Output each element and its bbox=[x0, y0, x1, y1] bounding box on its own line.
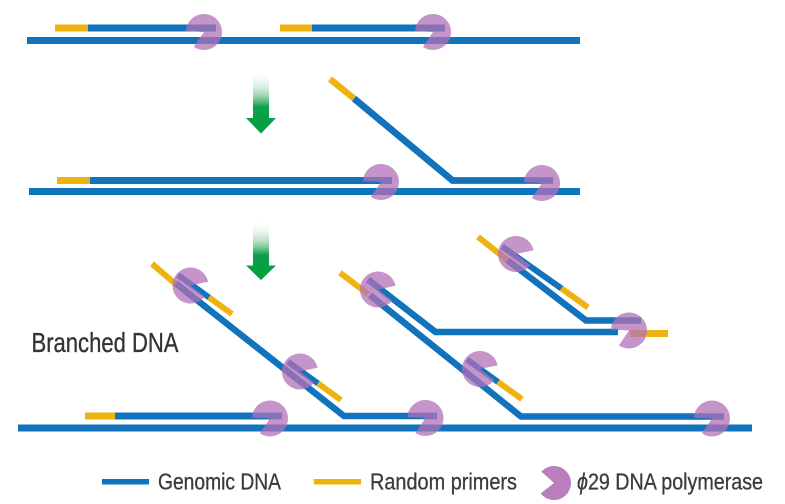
svg-text:Branched DNA: Branched DNA bbox=[32, 327, 179, 358]
svg-text:Random primers: Random primers bbox=[370, 469, 517, 495]
svg-text:ϕ29 DNA polymerase: ϕ29 DNA polymerase bbox=[577, 469, 763, 495]
svg-text:Genomic DNA: Genomic DNA bbox=[158, 469, 282, 495]
